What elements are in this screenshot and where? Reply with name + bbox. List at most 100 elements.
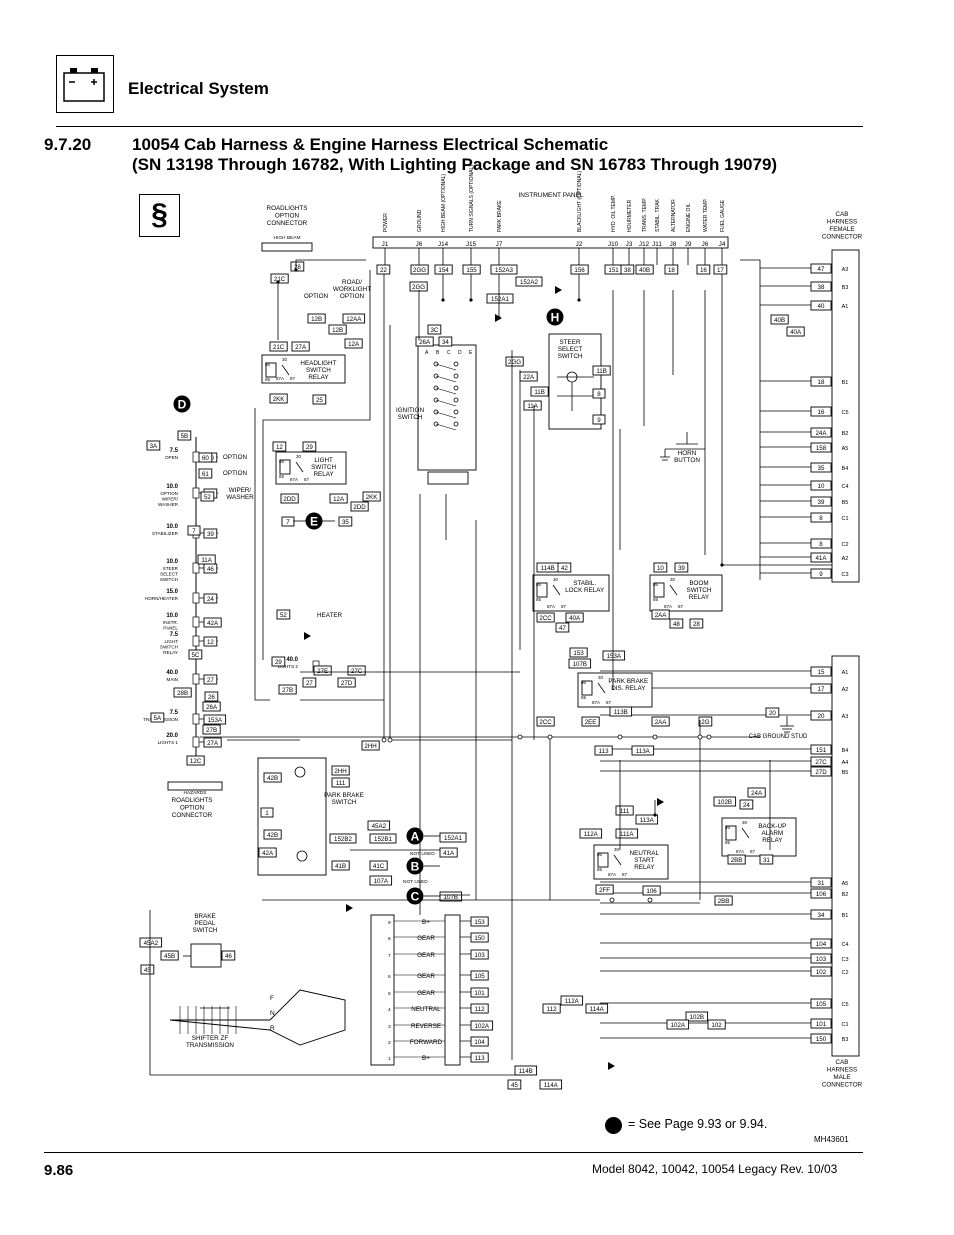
- cab-ground-label: CAB GROUND STUD: [749, 734, 808, 740]
- roadlights-bottom-label: CONNECTOR: [172, 812, 213, 819]
- shifter-wire-text: 101: [474, 990, 485, 997]
- park-brake-dis-relay-label: DIS. RELAY: [611, 685, 646, 692]
- diode-icon: [555, 286, 562, 294]
- instrument-pin: J7: [496, 241, 503, 248]
- fuse-wire-text: 42A: [207, 620, 219, 627]
- wire-label: [369, 875, 393, 886]
- wire-label: [674, 562, 689, 573]
- terminal-ring: [697, 734, 703, 740]
- wire-label: [560, 995, 584, 1006]
- wire-label-text: 12: [276, 444, 283, 451]
- wire-label: [221, 950, 236, 961]
- female-pin-wire: [810, 552, 832, 563]
- wire-label-text: 106: [646, 888, 657, 895]
- light-switch-relay-label: LIGHT: [314, 457, 333, 464]
- wire-line: [741, 827, 750, 839]
- instrument-pin: J3: [626, 241, 633, 248]
- wire-label: [565, 612, 584, 623]
- wire-label: [651, 716, 670, 727]
- wire-label: [569, 647, 588, 658]
- back-up-alarm-relay-pin: 87A: [736, 849, 744, 854]
- light-switch-relay-coil: [279, 459, 291, 475]
- male-pin-wire: [810, 766, 832, 777]
- shifter-body: [169, 989, 346, 1046]
- instrument-wire: [696, 264, 711, 275]
- wire-label-text: 2KK: [273, 396, 286, 403]
- instrument-column-label: PARK BRAKE: [497, 200, 503, 232]
- wire-label-text: 12C: [190, 758, 202, 765]
- wire-label: [438, 336, 453, 347]
- instrument-wire: [490, 264, 518, 275]
- terminal-ring: [617, 734, 623, 740]
- wire-line: [149, 910, 520, 1076]
- fuse-rating: 7.5: [170, 710, 179, 716]
- back-up-alarm-relay-pin: 87: [750, 849, 756, 854]
- roadlights-top-label: OPTION: [275, 213, 300, 220]
- male-pin-wire-text: 105: [816, 1001, 827, 1008]
- male-pin-wire-text: 103: [816, 956, 827, 963]
- shifter-wire: [470, 1003, 489, 1014]
- wire-label: [198, 468, 213, 479]
- female-connector-label: HARNESS: [827, 219, 857, 226]
- shifter-pin: 3: [388, 1024, 391, 1030]
- wire-label: [272, 441, 287, 452]
- instrument-pin: J14: [438, 241, 449, 248]
- headlight-switch-relay-pin: 87A: [276, 376, 284, 381]
- female-connector-label: CONNECTOR: [822, 234, 863, 241]
- fuse-wire-text: 27: [207, 677, 214, 684]
- wire-label: [337, 677, 356, 688]
- wire-label: [689, 618, 704, 629]
- wire-label: [609, 706, 633, 717]
- wire-label-text: 61: [202, 471, 209, 478]
- instrument-column-label: FUEL GAUGE: [720, 199, 726, 232]
- ignition-terminal-block: [427, 471, 469, 485]
- wire-label: [276, 609, 291, 620]
- male-pin-wire-text: 27D: [815, 769, 827, 776]
- shifter-pin: 1: [388, 1056, 391, 1062]
- wire-label: [367, 820, 391, 831]
- figure-id: MH43601: [814, 1135, 849, 1144]
- instrument-column-label: BLACKLIGHT (OPTIONAL): [577, 171, 583, 232]
- instrument-wire: [570, 264, 589, 275]
- wire-line: [435, 411, 457, 419]
- fuse-label: WASHER: [158, 502, 179, 507]
- boom-switch-relay-coil: [653, 582, 665, 598]
- wire-label-text: 60: [202, 455, 209, 462]
- male-pin-wire: [810, 966, 832, 977]
- male-pin-id: A5: [842, 881, 849, 887]
- wire-line: [613, 854, 622, 866]
- instrument-panel-label: INSTRUMENT PANEL: [518, 192, 584, 199]
- wire-label-text: 45B: [164, 953, 175, 960]
- wire-label-text: 3A: [150, 443, 158, 450]
- terminal-ring: [453, 385, 459, 391]
- wire-label-text: 2DD: [283, 496, 296, 503]
- female-pin-wire: [810, 462, 832, 473]
- light-switch-relay-label: RELAY: [314, 471, 335, 478]
- shifter-fnr-label: R: [270, 1025, 275, 1032]
- wire-label: [160, 950, 179, 961]
- wire-label-text: 2HH: [364, 743, 376, 750]
- female-connector-label: CAB: [836, 211, 849, 218]
- fuse-label: STABILIZER: [152, 531, 179, 536]
- fuse-label: SWITCH: [160, 577, 178, 582]
- shifter-wire: [470, 1052, 489, 1063]
- fuse-wire-text: 27A: [207, 740, 219, 747]
- wire-label: [307, 313, 326, 324]
- male-pin-id: B3: [842, 1037, 849, 1043]
- wire-line: [295, 461, 304, 473]
- ignition-terminal: C: [447, 350, 451, 356]
- wire-label: [291, 341, 310, 352]
- female-pin-wire-text: 16: [818, 409, 825, 416]
- male-pin-wire: [810, 666, 832, 677]
- back-up-alarm-relay-pin: 85: [725, 840, 731, 845]
- shifter-pin: 5: [388, 991, 391, 997]
- wire-label-text: 152A1: [444, 835, 462, 842]
- terminal-ring: [609, 897, 615, 903]
- wire-label-text: 48: [673, 621, 680, 628]
- ignition-switch: [417, 344, 477, 471]
- wire-label: [759, 854, 774, 865]
- boom-switch-relay-label: RELAY: [689, 594, 710, 601]
- shifter-pin: 6: [388, 974, 391, 980]
- fuse-rating: 7.5: [170, 632, 179, 638]
- junction-dot: [577, 298, 581, 302]
